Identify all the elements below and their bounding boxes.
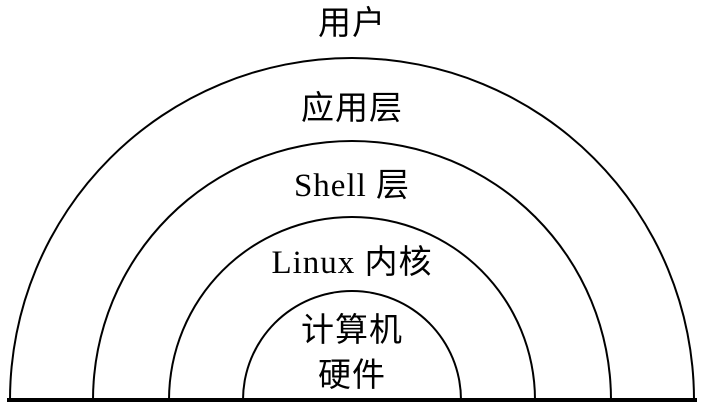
label-user: 用户 [318,6,386,42]
label-computer-hardware-line1: 计算机 [301,313,403,349]
label-linux-kernel: Linux 内核 [271,245,433,281]
baseline [7,398,697,402]
label-application-layer: 应用层 [301,91,403,127]
label-shell-layer: Shell 层 [293,168,411,204]
label-computer-hardware-line2: 硬件 [318,358,386,394]
label-computer-hardware: 计算机 硬件 [0,309,704,399]
